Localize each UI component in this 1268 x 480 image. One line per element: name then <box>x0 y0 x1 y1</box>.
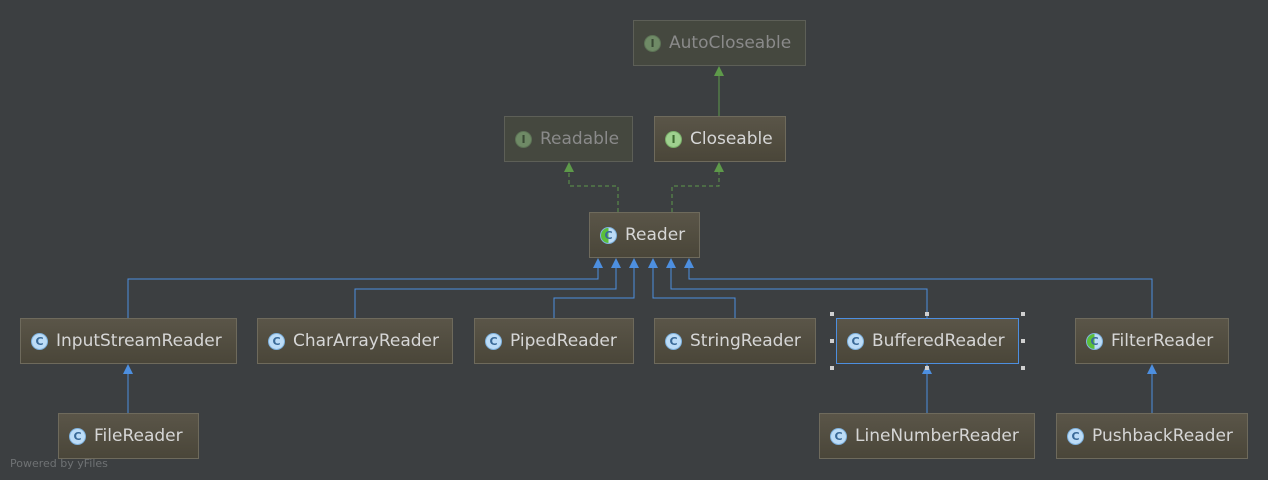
node-label: BufferedReader <box>872 331 1005 351</box>
class-icon: C <box>1067 427 1084 445</box>
selection-handle[interactable] <box>830 312 834 316</box>
edge-subclass-reader <box>553 268 635 318</box>
selection-handle[interactable] <box>925 366 929 370</box>
node-label: FileReader <box>94 426 183 446</box>
class-icon: C <box>268 332 285 350</box>
footer-credit: Powered by yFiles <box>10 457 108 470</box>
edge-arrowhead <box>629 258 639 268</box>
edge-subclass-reader <box>670 268 928 318</box>
node-filereader[interactable]: C FileReader <box>58 413 199 459</box>
node-stringreader[interactable]: C StringReader <box>654 318 816 364</box>
class-icon: C <box>69 427 86 445</box>
edge-arrowhead <box>648 258 658 268</box>
node-label: Reader <box>625 225 686 245</box>
class-icon: C <box>665 332 682 350</box>
class-icon: C <box>847 332 864 350</box>
edge-subclass-reader <box>652 268 736 318</box>
class-icon: C <box>830 427 847 445</box>
edge-subclass-reader <box>354 268 617 318</box>
interface-icon: I <box>644 34 661 52</box>
selection-handle[interactable] <box>925 312 929 316</box>
node-label: InputStreamReader <box>56 331 222 351</box>
edge-subclass-reader <box>688 268 1153 318</box>
node-label: AutoCloseable <box>669 33 792 53</box>
node-pipedreader[interactable]: C PipedReader <box>474 318 634 364</box>
class-icon: C <box>485 332 502 350</box>
node-closeable[interactable]: I Closeable <box>654 116 786 162</box>
node-label: Closeable <box>690 129 773 149</box>
edge-arrowhead <box>684 258 694 268</box>
edge-reader-readable <box>568 172 619 212</box>
node-autocloseable[interactable]: I AutoCloseable <box>633 20 806 66</box>
selection-handle[interactable] <box>830 339 834 343</box>
selection-handle[interactable] <box>1021 339 1025 343</box>
abstract-class-icon: C <box>1086 332 1103 350</box>
edge-arrowhead <box>123 364 133 374</box>
node-chararrayreader[interactable]: C CharArrayReader <box>257 318 453 364</box>
edge-arrowhead <box>593 258 603 268</box>
node-bufferedreader[interactable]: C BufferedReader <box>836 318 1019 364</box>
node-label: Readable <box>540 129 620 149</box>
node-filterreader[interactable]: C FilterReader <box>1075 318 1229 364</box>
interface-icon: I <box>515 130 532 148</box>
edge-arrowhead <box>564 162 574 172</box>
node-pushbackreader[interactable]: C PushbackReader <box>1056 413 1248 459</box>
implements-edges <box>564 66 724 212</box>
abstract-class-icon: C <box>600 226 617 244</box>
edge-arrowhead <box>1147 364 1157 374</box>
edge-reader-closeable <box>671 172 720 212</box>
node-label: LineNumberReader <box>855 426 1019 446</box>
edge-arrowhead <box>714 162 724 172</box>
node-readable[interactable]: I Readable <box>504 116 633 162</box>
edge-subclass-reader <box>127 268 599 318</box>
node-label: PipedReader <box>510 331 617 351</box>
node-label: CharArrayReader <box>293 331 440 351</box>
node-inputstreamreader[interactable]: C InputStreamReader <box>20 318 237 364</box>
node-label: StringReader <box>690 331 801 351</box>
class-icon: C <box>31 332 48 350</box>
interface-icon: I <box>665 130 682 148</box>
edge-arrowhead <box>714 66 724 76</box>
node-linenumberreader[interactable]: C LineNumberReader <box>819 413 1035 459</box>
selection-handle[interactable] <box>830 366 834 370</box>
node-label: FilterReader <box>1111 331 1214 351</box>
node-reader[interactable]: C Reader <box>589 212 700 258</box>
edge-arrowhead <box>666 258 676 268</box>
node-label: PushbackReader <box>1092 426 1233 446</box>
selection-handle[interactable] <box>1021 312 1025 316</box>
edge-arrowhead <box>611 258 621 268</box>
selection-handle[interactable] <box>1021 366 1025 370</box>
extends-edges <box>123 258 1157 413</box>
